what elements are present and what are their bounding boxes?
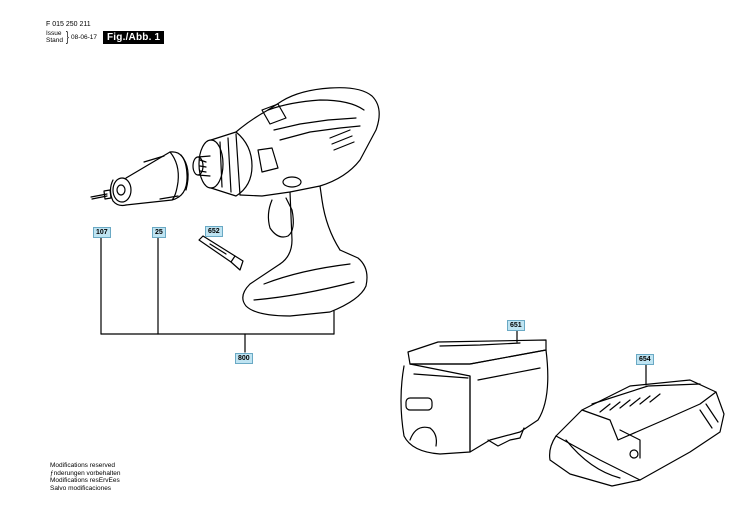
screw-part [90,189,112,200]
issue-stand-labels: Issue Stand [46,30,63,44]
callout-654: 654 [636,354,654,365]
modifications-notice: Modifications reserved ƒnderungen vorbeh… [50,462,120,492]
stand-label: Stand [46,37,63,44]
battery-part [400,330,549,455]
callout-652: 652 [205,226,223,237]
callout-25: 25 [152,227,166,238]
part-number: F 015 250 211 [46,21,91,28]
callout-651: 651 [507,320,525,331]
brace-glyph: } [65,28,69,44]
notice-line: Modifications resErvEes [50,477,120,484]
callout-800: 800 [235,353,253,364]
drill-body-part [192,87,380,317]
issue-date: 08-06-17 [71,34,98,41]
notice-line: ƒnderungen vorbehalten [50,469,121,477]
callout-107: 107 [93,227,111,238]
charger-part [549,364,725,487]
bit-part [198,235,244,271]
assembly-bracket [100,236,335,353]
chuck-part [109,151,189,207]
notice-line: Modifications reserved [50,462,116,469]
notice-line: Salvo modificaciones [50,484,112,492]
figure-label: Fig./Abb. 1 [103,31,165,44]
issue-label: Issue [46,30,62,37]
